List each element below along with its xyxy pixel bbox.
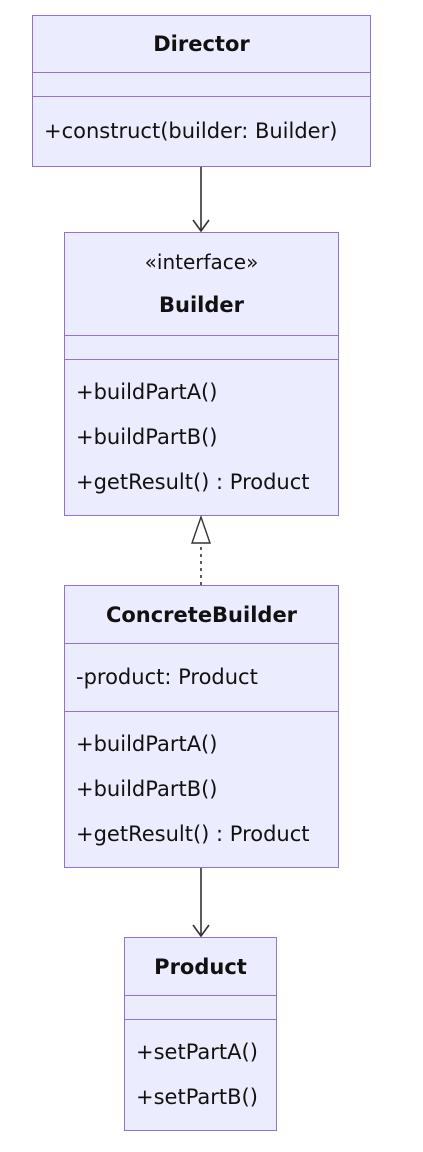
association-arrowhead	[192, 219, 210, 233]
class-method: +construct(builder: Builder)	[44, 119, 338, 143]
class-product: Product +setPartA() +setPartB()	[124, 937, 277, 1131]
association-arrowhead	[192, 924, 210, 938]
class-method: +buildPartA()	[76, 732, 218, 756]
class-method: +setPartB()	[136, 1085, 258, 1109]
class-methods-section: +setPartA() +setPartB()	[125, 1019, 276, 1130]
class-method: +buildPartA()	[76, 380, 218, 404]
class-name: Director	[153, 32, 250, 56]
class-methods-section: +buildPartA() +buildPartB() +getResult() :…	[65, 711, 338, 867]
class-title-section: ConcreteBuilder	[65, 586, 338, 643]
class-attributes-section	[125, 995, 276, 1019]
class-director: Director +construct(builder: Builder)	[32, 15, 371, 167]
class-methods-section: +buildPartA() +buildPartB() +getResult() :…	[65, 359, 338, 515]
class-method: +buildPartB()	[76, 777, 218, 801]
class-name: Product	[154, 954, 247, 979]
class-method: +getResult() : Product	[76, 470, 310, 494]
class-attribute: -product: Product	[76, 665, 258, 689]
class-builder: «interface»Builder+buildPartA()+buildPar…	[64, 232, 339, 516]
class-attributes-section	[65, 335, 338, 359]
class-name: ConcreteBuilder	[105, 602, 298, 627]
class-stereotype: «interface»	[144, 250, 259, 274]
class-name: Builder	[159, 293, 244, 317]
class-method: +getResult() : Product	[76, 822, 310, 846]
class-method: +buildPartB()	[76, 425, 218, 449]
class-method: +setPartA()	[136, 1040, 258, 1064]
class-concrete-builder: ConcreteBuilder -product: Product +buildPa…	[64, 585, 339, 868]
class-attributes-section	[33, 72, 370, 96]
class-title-section: Director	[33, 16, 370, 72]
class-methods-section: +construct(builder: Builder)	[33, 96, 370, 166]
realization-arrowhead	[191, 514, 211, 544]
class-title-section: Product	[125, 938, 276, 995]
class-title-section: «interface» Builder	[65, 233, 338, 335]
class-attributes-section: -product: Product	[65, 643, 338, 711]
